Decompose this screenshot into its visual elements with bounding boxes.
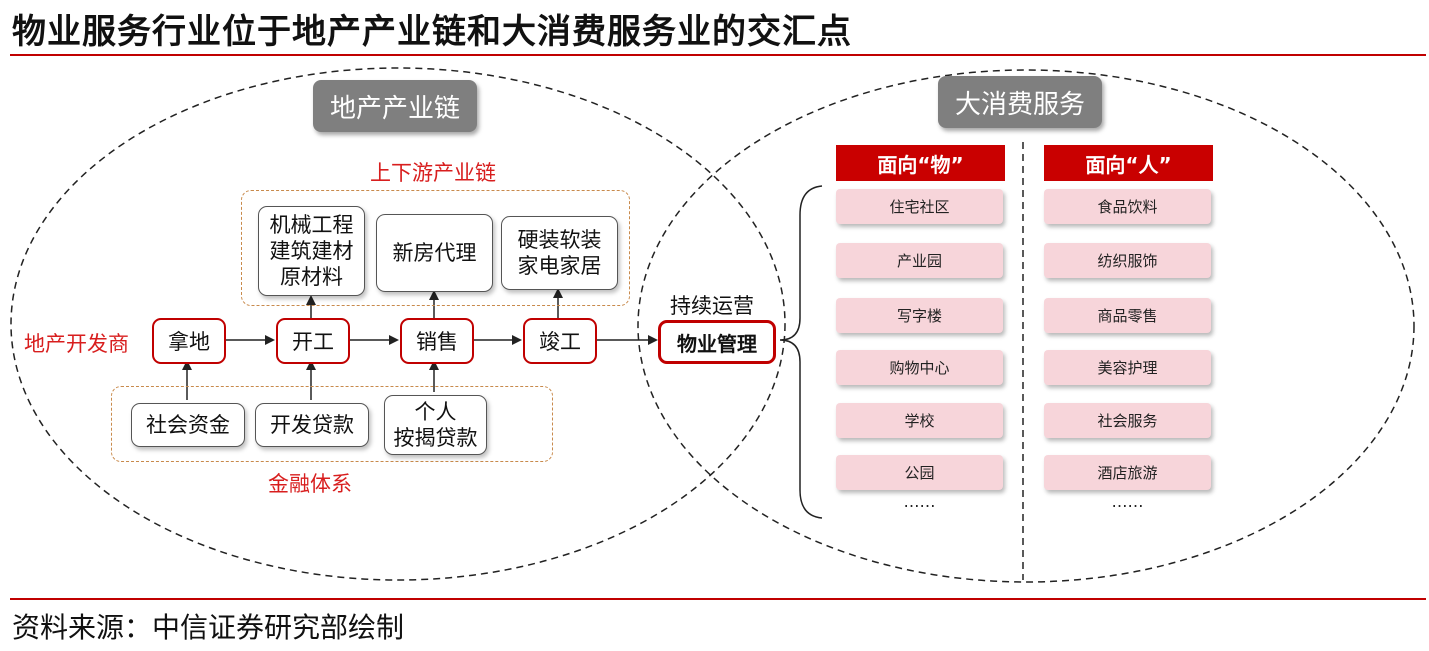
finance-group xyxy=(111,386,553,462)
consumer-ellipse xyxy=(637,69,1415,583)
upstream-line: 硬装软装 xyxy=(517,228,602,252)
column-header-people: 面向“人” xyxy=(1044,145,1213,181)
chain-step-sales: 销售 xyxy=(400,318,474,364)
upstream-line: 新房代理 xyxy=(392,241,477,265)
property-management-box: 物业管理 xyxy=(658,320,776,364)
upstream-box-decoration: 硬装软装 家电家居 xyxy=(501,216,618,290)
people-item: 纺织服饰 xyxy=(1044,243,1211,278)
real-estate-ellipse xyxy=(10,67,786,581)
ongoing-operation-label: 持续运营 xyxy=(670,294,754,318)
things-item: 公园 xyxy=(836,455,1003,490)
people-more: …… xyxy=(1111,492,1144,511)
upstream-line: 建筑建材 xyxy=(269,239,354,263)
upstream-group xyxy=(241,190,630,306)
column-header-things: 面向“物” xyxy=(836,145,1005,181)
people-item: 食品饮料 xyxy=(1044,189,1211,224)
people-item: 酒店旅游 xyxy=(1044,455,1211,490)
chain-step-construction: 开工 xyxy=(276,318,350,364)
title-rule xyxy=(10,54,1426,56)
things-item: 写字楼 xyxy=(836,298,1003,333)
source-note: 资料来源：中信证券研究部绘制 xyxy=(12,611,405,644)
consumer-services-badge: 大消费服务 xyxy=(938,76,1102,128)
upstream-line: 原材料 xyxy=(280,265,343,289)
finance-box-mortgage: 个人 按揭贷款 xyxy=(384,395,487,455)
page-title: 物业服务行业位于地产产业链和大消费服务业的交汇点 xyxy=(12,12,852,52)
things-item: 购物中心 xyxy=(836,350,1003,385)
upstream-box-materials: 机械工程 建筑建材 原材料 xyxy=(258,206,365,296)
real-estate-chain-badge: 地产产业链 xyxy=(313,80,477,132)
finance-box-dev-loan: 开发贷款 xyxy=(255,403,369,447)
finance-line: 按揭贷款 xyxy=(393,426,478,450)
upstream-line: 家电家居 xyxy=(517,254,602,278)
upstream-line: 机械工程 xyxy=(269,213,354,237)
brace xyxy=(779,185,823,519)
people-item: 社会服务 xyxy=(1044,403,1211,438)
chain-step-land: 拿地 xyxy=(152,318,226,364)
upstream-label: 上下游产业链 xyxy=(370,161,496,185)
finance-label: 金融体系 xyxy=(268,472,352,496)
things-more: …… xyxy=(903,492,936,511)
things-item: 学校 xyxy=(836,403,1003,438)
finance-line: 社会资金 xyxy=(146,413,230,437)
source-rule xyxy=(10,598,1426,600)
chain-step-completion: 竣工 xyxy=(523,318,597,364)
developer-label: 地产开发商 xyxy=(24,332,129,356)
finance-line: 开发贷款 xyxy=(270,413,354,437)
finance-box-social-capital: 社会资金 xyxy=(131,403,245,447)
people-item: 商品零售 xyxy=(1044,298,1211,333)
things-item: 住宅社区 xyxy=(836,189,1003,224)
people-item: 美容护理 xyxy=(1044,350,1211,385)
finance-line: 个人 xyxy=(414,400,457,424)
things-item: 产业园 xyxy=(836,243,1003,278)
upstream-box-agency: 新房代理 xyxy=(376,214,493,292)
